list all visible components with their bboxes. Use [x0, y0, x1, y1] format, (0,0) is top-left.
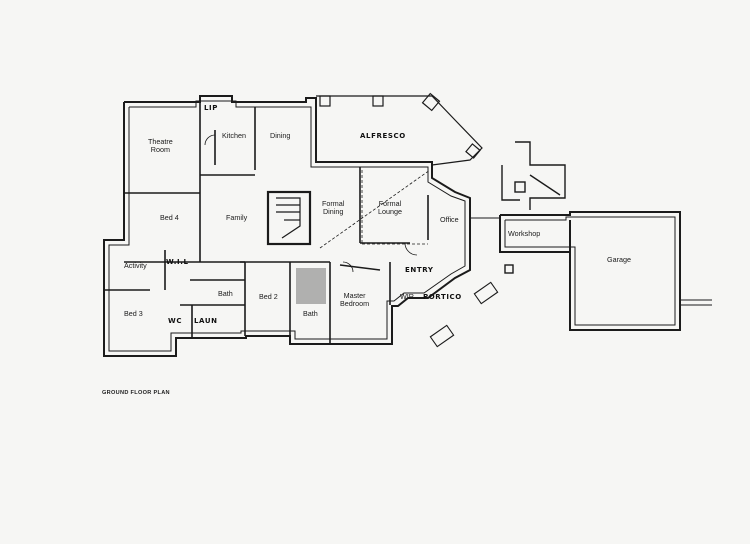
alfresco-outline: [316, 92, 483, 166]
room-label-laundry: LAUN: [194, 317, 218, 325]
room-label-workshop: Workshop: [508, 229, 541, 238]
room-label-kitchen: Kitchen: [222, 131, 246, 140]
room-label-bed4: Bed 4: [160, 213, 179, 222]
portico-pads: [429, 281, 499, 348]
room-label-activity: Activity: [124, 261, 147, 270]
interior-walls: [104, 102, 429, 344]
doors: [204, 134, 418, 273]
outer-walls: [103, 95, 471, 357]
plan-caption: GROUND FLOOR PLAN: [102, 390, 170, 396]
room-label-office: Office: [440, 215, 459, 224]
room-label-bath2: Bath: [303, 309, 318, 318]
room-label-bed3: Bed 3: [124, 309, 143, 318]
room-label-wil: W.I.L: [166, 258, 189, 266]
room-label-portico: PORTICO: [423, 293, 462, 301]
room-label-wir: WIR: [400, 292, 414, 301]
room-label-wc: WC: [168, 317, 183, 325]
room-label-bath1: Bath: [218, 289, 233, 298]
garage-block: [470, 211, 712, 331]
room-label-garage: Garage: [607, 255, 631, 264]
room-label-entry: ENTRY: [405, 266, 434, 274]
room-label-alfresco: ALFRESCO: [360, 132, 406, 140]
stair-structure: [501, 141, 566, 274]
bath-hatch: [296, 268, 326, 304]
room-label-lip: LIP: [204, 104, 218, 112]
staircase: [266, 190, 312, 246]
room-label-family: Family: [226, 213, 248, 222]
room-label-bed2: Bed 2: [259, 292, 278, 301]
dashed-openings: [319, 169, 431, 249]
room-label-dining: Dining: [270, 131, 291, 140]
